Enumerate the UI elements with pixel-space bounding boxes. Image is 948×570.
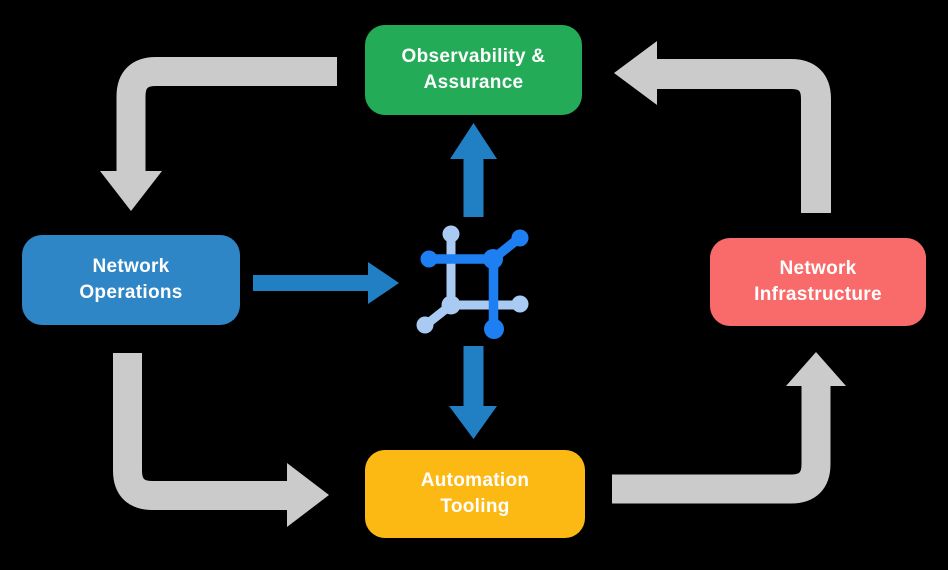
flow-arrow-center-to-automation (449, 346, 497, 439)
node-label-line: Automation (420, 470, 530, 491)
cycle-arrow-operations-to-automation (113, 353, 329, 527)
node-label-line: Infrastructure (754, 284, 882, 305)
cycle-arrow-automation-to-infrastructure (612, 352, 846, 504)
node-label-line: Network (779, 258, 857, 279)
node-label-line: Operations (79, 282, 183, 303)
flow-arrow-operations-to-center (253, 262, 399, 304)
flow-arrow-center-to-observability (450, 123, 497, 217)
node-label-line: Network (92, 256, 170, 277)
network-node-icon-primary (420, 229, 529, 339)
node-network-infrastructure: Network Infrastructure (710, 238, 926, 326)
node-label-line: Tooling (440, 496, 510, 517)
node-observability-assurance: Observability & Assurance (365, 25, 582, 115)
cycle-arrow-infrastructure-to-observability (614, 41, 831, 213)
network-node-icon-secondary (416, 225, 529, 334)
network-node-icon (416, 225, 529, 339)
node-automation-tooling: Automation Tooling (365, 450, 585, 538)
node-label-line: Observability & (401, 46, 546, 67)
cycle-arrow-observability-to-operations (100, 57, 337, 211)
node-network-operations: Network Operations (22, 235, 240, 325)
node-label-line: Assurance (423, 72, 524, 93)
